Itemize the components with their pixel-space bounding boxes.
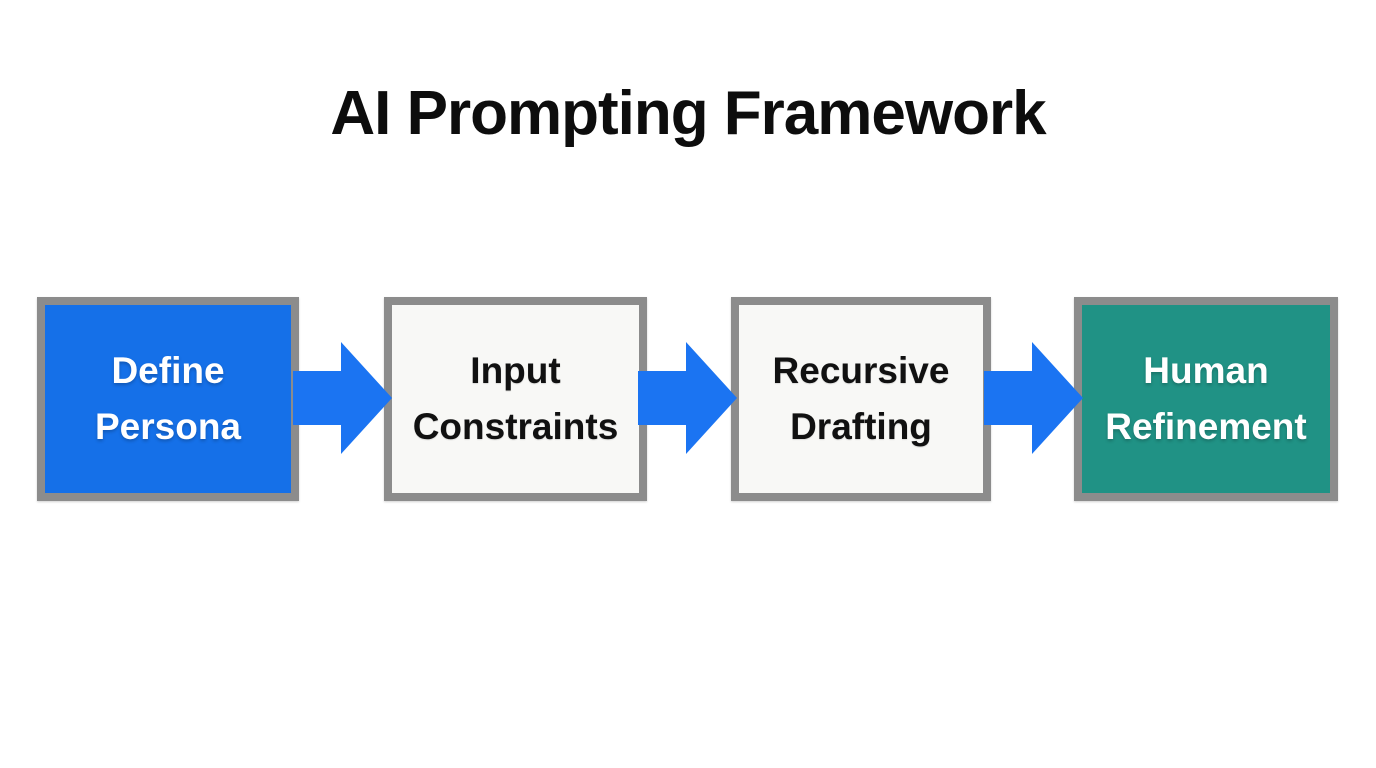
flow-arrow (293, 342, 392, 454)
step-label: Persona (94, 406, 241, 447)
step-box-human-refinement: Human Refinement (1074, 297, 1338, 501)
step-label: Define (111, 350, 225, 391)
diagram-title: AI Prompting Framework (330, 79, 1046, 148)
step-box-recursive-drafting: Recursive Drafting (731, 297, 991, 501)
step-box-define-persona: Define Persona (37, 297, 299, 501)
step-label: Input (470, 350, 561, 391)
step-label: Recursive (772, 350, 950, 391)
step-label: Constraints (412, 406, 619, 447)
flow-arrow (984, 342, 1083, 454)
step-label: Drafting (790, 406, 932, 447)
step-label: Human (1143, 350, 1269, 391)
step-label: Refinement (1105, 406, 1307, 447)
flow-arrow (638, 342, 737, 454)
step-box-input-constraints: Input Constraints (384, 297, 647, 501)
